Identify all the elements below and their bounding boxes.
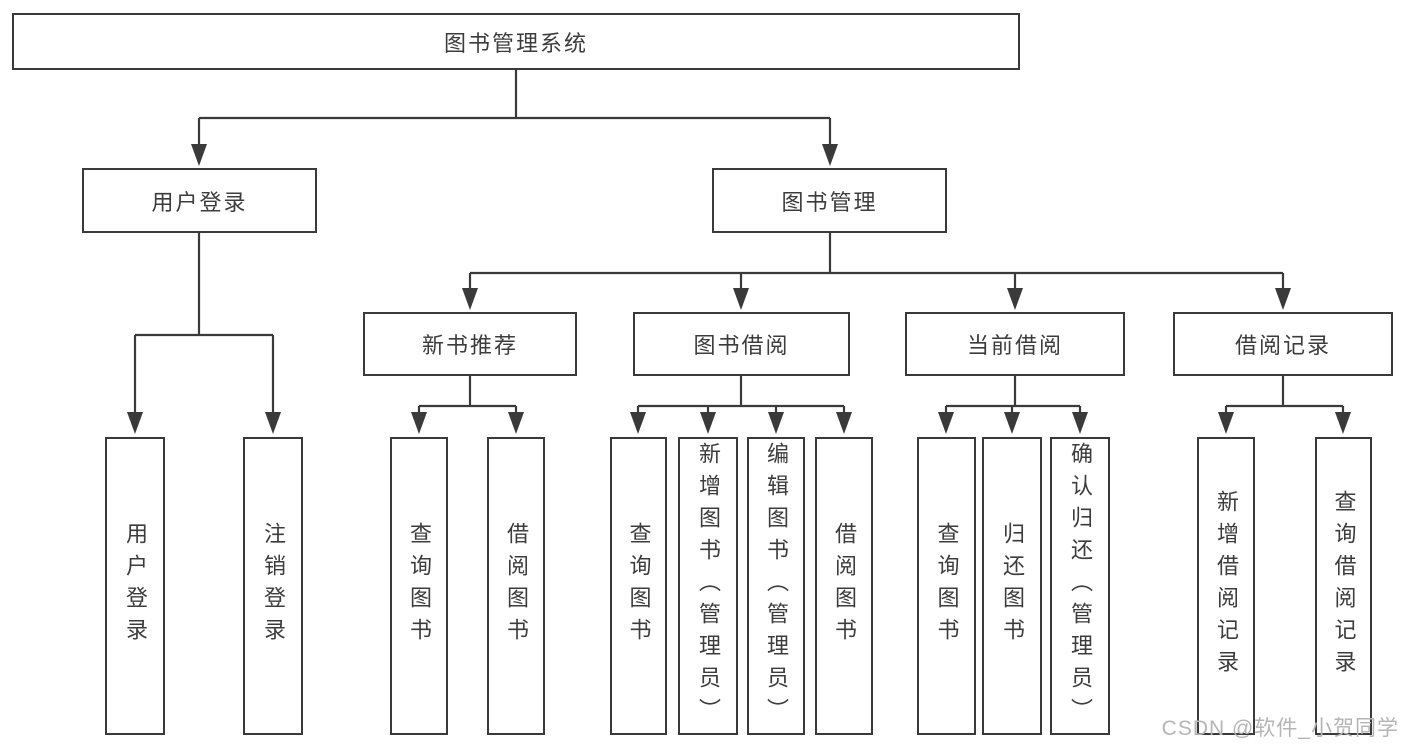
connector-rails xyxy=(133,70,1345,418)
leaf-label: 注销登录 xyxy=(261,522,286,650)
leaf-add-books-admin: 新增图书（管理员） xyxy=(678,437,738,735)
leaf-label: 查询图书 xyxy=(407,522,432,650)
node-borrow-records: 借阅记录 xyxy=(1173,312,1393,376)
node-new-book-recommend: 新书推荐 xyxy=(363,312,577,376)
leaf-label: 新增借阅记录 xyxy=(1214,490,1239,682)
leaf-label: 确认归还（管理员） xyxy=(1068,442,1093,730)
leaf-label: 查询借阅记录 xyxy=(1331,490,1357,682)
node-current-borrow: 当前借阅 xyxy=(905,312,1125,376)
leaf-confirm-return-admin: 确认归还（管理员） xyxy=(1050,437,1110,735)
node-book-borrow: 图书借阅 xyxy=(633,312,850,376)
leaf-label: 查询图书 xyxy=(626,522,652,650)
leaf-query-books-borrow: 查询图书 xyxy=(610,437,667,735)
leaf-add-borrow-record: 新增借阅记录 xyxy=(1197,437,1255,735)
leaf-edit-books-admin: 编辑图书（管理员） xyxy=(747,437,805,735)
leaf-logout: 注销登录 xyxy=(243,437,303,735)
leaf-label: 新增图书（管理员） xyxy=(696,442,721,730)
node-user-login: 用户登录 xyxy=(82,168,317,233)
leaf-label: 编辑图书（管理员） xyxy=(764,442,789,730)
csdn-watermark: CSDN @软件_小贺同学 xyxy=(1161,717,1399,740)
node-book-management: 图书管理 xyxy=(712,168,947,233)
leaf-label: 查询图书 xyxy=(934,522,960,650)
leaf-query-books-recommend: 查询图书 xyxy=(390,437,448,735)
leaf-label: 借阅图书 xyxy=(504,522,529,650)
leaf-label: 用户登录 xyxy=(123,522,148,650)
arrowheads-group xyxy=(127,144,1351,434)
node-root: 图书管理系统 xyxy=(12,13,1020,70)
leaf-borrow-books: 借阅图书 xyxy=(815,437,873,735)
leaf-label: 借阅图书 xyxy=(832,522,857,650)
leaf-label: 归还图书 xyxy=(1000,522,1025,650)
leaf-borrow-books-recommend: 借阅图书 xyxy=(487,437,545,735)
leaf-query-books-current: 查询图书 xyxy=(917,437,976,735)
leaf-query-borrow-record: 查询借阅记录 xyxy=(1315,437,1372,735)
leaf-user-login: 用户登录 xyxy=(105,437,165,735)
leaf-return-books: 归还图书 xyxy=(982,437,1042,735)
